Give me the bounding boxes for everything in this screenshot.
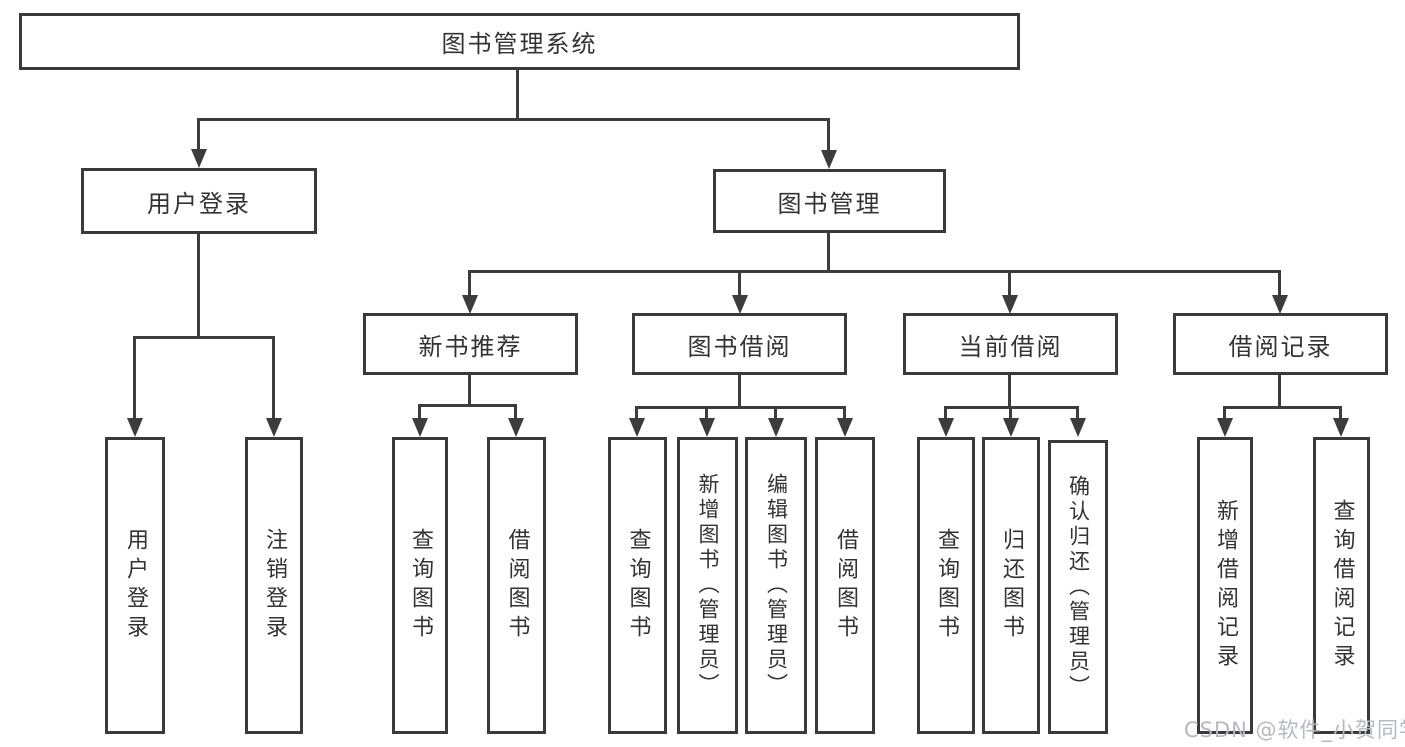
arrowhead-to-book-mgmt: [821, 150, 837, 169]
leaf-rec-borrow-book-label: 借阅图书: [504, 527, 530, 644]
leaf-bb-borrow-book: 借阅图书: [815, 437, 875, 734]
arrowhead-to-leaf-bb-edit: [768, 418, 784, 437]
connector-to-leaf-br-add: [1223, 406, 1226, 421]
connector-to-book-mgmt: [827, 118, 830, 152]
node-book-mgmt-label: 图书管理: [777, 189, 882, 218]
node-root-label: 图书管理系统: [441, 30, 598, 58]
leaf-cb-query-book: 查询图书: [917, 437, 975, 734]
leaf-bb-edit-book-label: 编辑图书（管理员）: [764, 473, 789, 698]
connector-root-stem: [516, 68, 519, 120]
leaf-cb-confirm-return: 确认归还（管理员）: [1048, 440, 1108, 734]
node-user-login: 用户登录: [81, 168, 317, 234]
leaf-br-add-record-label: 新增借阅记录: [1213, 498, 1238, 673]
connector-book-borrow-stem: [738, 373, 741, 409]
connector-to-book-borrow: [738, 270, 741, 298]
connector-to-leaf-cb-query: [944, 406, 947, 421]
leaf-bb-add-book-label: 新增图书（管理员）: [696, 473, 720, 698]
connector-to-leaf-bb-query: [635, 406, 638, 421]
node-borrow-records-label: 借阅记录: [1228, 332, 1333, 361]
connector-new-book-rec-stem: [468, 373, 471, 407]
connector-to-leaf-cb-confirm: [1076, 406, 1079, 421]
connector-to-leaf-user-login: [133, 336, 136, 421]
connector-to-borrow-records: [1278, 270, 1281, 298]
arrowhead-to-book-borrow: [732, 295, 748, 314]
leaf-bb-edit-book: 编辑图书（管理员）: [745, 437, 807, 734]
arrowhead-to-borrow-records: [1272, 295, 1288, 314]
connector-borrow-records-stem: [1278, 373, 1281, 409]
node-book-mgmt: 图书管理: [713, 169, 946, 233]
node-book-borrow-label: 图书借阅: [687, 332, 792, 361]
leaf-user-login-label: 用户登录: [123, 527, 148, 644]
node-new-book-rec: 新书推荐: [363, 313, 578, 375]
connector-to-new-book-rec: [468, 270, 471, 298]
leaf-bb-borrow-book-label: 借阅图书: [833, 527, 858, 644]
leaf-br-add-record: 新增借阅记录: [1197, 437, 1253, 734]
leaf-bb-add-book: 新增图书（管理员）: [677, 437, 738, 734]
arrowhead-to-leaf-bb-add: [699, 418, 715, 437]
leaf-logout: 注销登录: [245, 437, 303, 734]
connector-book-mgmt-fan: [468, 270, 1281, 273]
connector-book-mgmt-stem: [827, 231, 830, 273]
leaf-cb-return-book: 归还图书: [982, 437, 1040, 734]
arrowhead-to-current-borrow: [1002, 295, 1018, 314]
connector-to-leaf-cb-return: [1009, 406, 1012, 421]
connector-new-book-rec-fan: [418, 404, 517, 407]
leaf-cb-query-book-label: 查询图书: [934, 527, 959, 644]
leaf-br-query-record: 查询借阅记录: [1313, 437, 1370, 734]
leaf-cb-return-book-label: 归还图书: [999, 527, 1024, 644]
connector-root-fan: [197, 118, 830, 121]
leaf-bb-query-book-label: 查询图书: [625, 527, 651, 644]
arrowhead-to-leaf-cb-return: [1003, 418, 1019, 437]
arrowhead-to-leaf-cb-query: [938, 418, 954, 437]
node-borrow-records: 借阅记录: [1173, 313, 1388, 375]
connector-to-leaf-rec-borrow: [514, 404, 517, 421]
arrowhead-to-user-login: [191, 149, 207, 168]
arrowhead-to-new-book-rec: [462, 295, 478, 314]
arrowhead-to-leaf-br-add: [1217, 418, 1233, 437]
node-current-borrow: 当前借阅: [903, 313, 1118, 375]
node-root: 图书管理系统: [19, 13, 1020, 70]
node-current-borrow-label: 当前借阅: [958, 332, 1063, 361]
connector-user-login-stem: [197, 232, 200, 339]
arrowhead-to-leaf-br-query: [1333, 418, 1349, 437]
connector-user-login-fan: [133, 336, 275, 339]
connector-book-borrow-fan: [635, 406, 845, 409]
connector-to-leaf-bb-edit: [774, 406, 777, 421]
arrowhead-to-leaf-bb-borrow: [837, 418, 853, 437]
connector-to-leaf-bb-borrow: [843, 406, 846, 421]
connector-to-leaf-bb-add: [705, 406, 708, 421]
arrowhead-to-leaf-user-login: [127, 418, 143, 437]
connector-to-leaf-br-query: [1339, 406, 1342, 421]
leaf-logout-label: 注销登录: [262, 527, 287, 644]
connector-to-leaf-logout: [272, 336, 275, 421]
connector-to-user-login: [197, 118, 200, 152]
leaf-rec-borrow-book: 借阅图书: [487, 437, 546, 734]
leaf-rec-query-book-label: 查询图书: [408, 527, 433, 644]
leaf-user-login: 用户登录: [105, 437, 165, 734]
arrowhead-to-leaf-bb-query: [629, 418, 645, 437]
node-user-login-label: 用户登录: [147, 189, 251, 218]
csdn-watermark: CSDN @软件_小贺同学: [1184, 718, 1405, 742]
connector-to-leaf-rec-query: [418, 404, 421, 421]
connector-borrow-records-fan: [1223, 406, 1342, 409]
arrowhead-to-leaf-logout: [266, 418, 282, 437]
arrowhead-to-leaf-cb-confirm: [1070, 418, 1086, 437]
arrowhead-to-leaf-rec-query: [412, 418, 428, 437]
connector-to-current-borrow: [1008, 270, 1011, 298]
connector-current-borrow-stem: [1008, 373, 1011, 409]
node-new-book-rec-label: 新书推荐: [418, 332, 523, 361]
leaf-cb-confirm-return-label: 确认归还（管理员）: [1066, 474, 1091, 700]
node-book-borrow: 图书借阅: [632, 313, 847, 375]
leaf-bb-query-book: 查询图书: [608, 437, 667, 734]
arrowhead-to-leaf-rec-borrow: [508, 418, 524, 437]
leaf-rec-query-book: 查询图书: [392, 437, 448, 734]
leaf-br-query-record-label: 查询借阅记录: [1329, 498, 1355, 673]
